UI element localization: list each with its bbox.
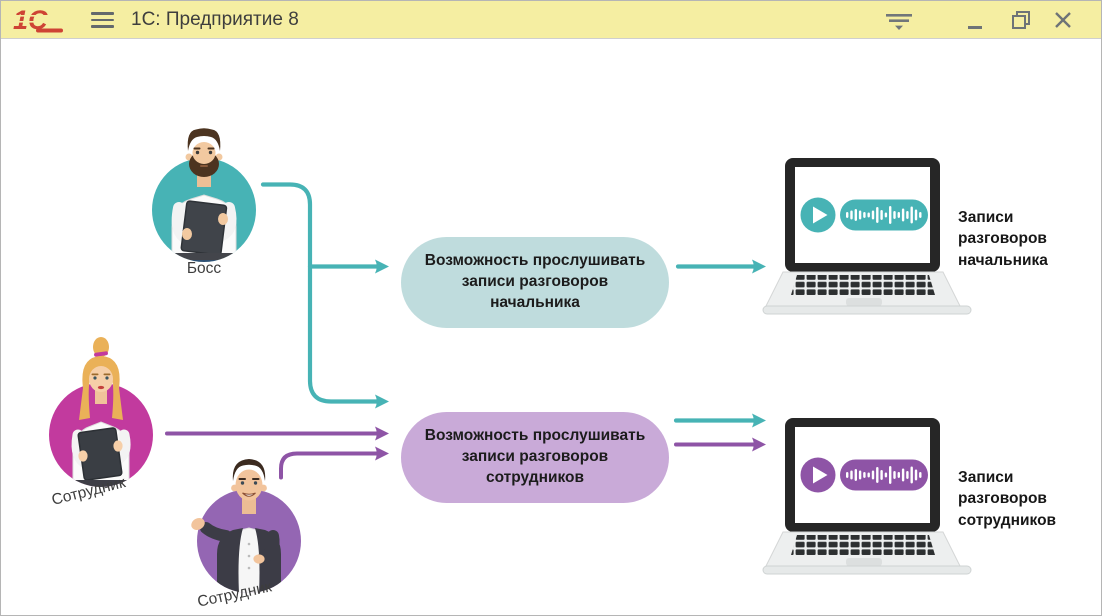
service-menu-button[interactable] — [883, 6, 915, 34]
service-menu-icon — [886, 14, 912, 30]
avatar-boss — [134, 105, 274, 280]
titlebar: 1С 1С: Предприятие 8 — [1, 1, 1101, 39]
waveform-bars — [846, 206, 922, 224]
voice-waveform-icon — [840, 459, 928, 491]
diagram-canvas: Босс — [1, 40, 1101, 615]
process-box-employee-records: Возможность прослушивать записи разговор… — [401, 412, 669, 503]
close-icon — [1055, 12, 1071, 28]
minimize-button[interactable] — [959, 6, 991, 34]
voice-waveform-icon — [840, 199, 928, 231]
output-label-boss-records: Записи разговоров начальника — [958, 209, 1048, 269]
avatar-employee-male — [179, 436, 319, 611]
restore-button[interactable] — [1005, 6, 1037, 34]
laptop-employee-records — [761, 412, 973, 582]
output-label-employee-records: Записи разговоров сотрудников — [958, 469, 1057, 529]
avatar-employee-female — [31, 330, 171, 505]
hamburger-menu-icon[interactable] — [91, 8, 121, 32]
minimize-icon — [968, 26, 982, 29]
avatar-label-boss: Босс — [186, 260, 222, 277]
laptop-boss-records — [761, 152, 973, 322]
process-box-boss-records: Возможность прослушивать записи разговор… — [401, 237, 669, 328]
waveform-bars — [846, 466, 922, 484]
restore-window-icon — [1012, 11, 1030, 29]
window-title: 1С: Предприятие 8 — [131, 9, 299, 30]
1c-logo-icon: 1С — [13, 5, 67, 35]
close-button[interactable] — [1047, 6, 1079, 34]
